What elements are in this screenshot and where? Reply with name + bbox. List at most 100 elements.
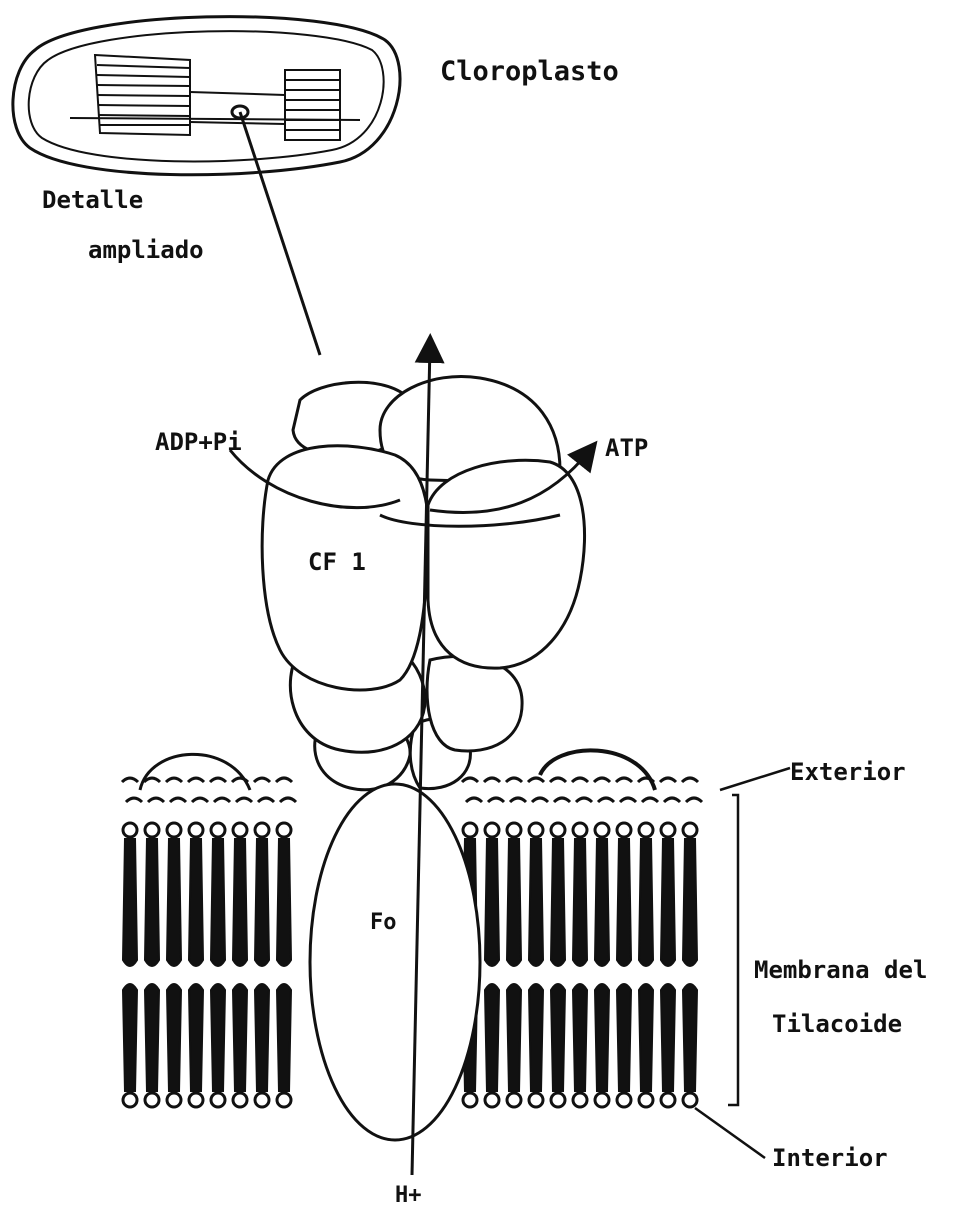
lipid-tail-bottom (145, 984, 159, 1092)
detail-leader-line (240, 112, 320, 355)
lipid-head-bottom (639, 1093, 653, 1107)
lipid-tail-bottom (617, 984, 631, 1092)
lipid-tail-bottom (595, 984, 609, 1092)
lipid-tail-bottom (233, 984, 247, 1092)
lipid-head-top (233, 823, 247, 837)
lipid-tail-top (233, 838, 247, 966)
adp-label: ADP+Pi (155, 430, 242, 454)
lipid-tail-top (255, 838, 269, 966)
stroma-lamella (70, 92, 360, 124)
lipid-head-top (639, 823, 653, 837)
lipid-tail-top (485, 838, 499, 966)
lipid-head-top (123, 823, 137, 837)
surface-particle (192, 798, 208, 802)
lipid-tail-top (211, 838, 225, 966)
lipid-head-bottom (595, 1093, 609, 1107)
surface-particle (532, 798, 548, 802)
surface-particle (510, 798, 526, 802)
surface-particle (576, 798, 592, 802)
surface-particle (506, 778, 522, 782)
surface-particle (254, 778, 270, 782)
lipid-head-top (529, 823, 543, 837)
atp-label: ATP (605, 436, 648, 460)
chloroplast-sketch (13, 17, 400, 175)
lipid-tail-top (551, 838, 565, 966)
surface-particle (554, 798, 570, 802)
lipid-head-top (485, 823, 499, 837)
membrane-bracket (728, 795, 738, 1105)
lipid-head-bottom (277, 1093, 291, 1107)
lipid-tail-bottom (123, 984, 137, 1092)
lipid-tail-bottom (551, 984, 565, 1092)
lipid-tail-bottom (255, 984, 269, 1092)
surface-particle (660, 778, 676, 782)
surface-particle (686, 798, 702, 802)
lipid-tail-top (167, 838, 181, 966)
lipid-head-bottom (167, 1093, 181, 1107)
lipid-head-top (463, 823, 477, 837)
detail-label-line2: ampliado (88, 238, 204, 262)
lipid-head-top (145, 823, 159, 837)
surface-particle (210, 778, 226, 782)
lipid-head-top (661, 823, 675, 837)
membrane-label-line1: Membrana del (754, 958, 927, 982)
lipid-tail-top (145, 838, 159, 966)
surface-particle (682, 778, 698, 782)
lipid-tail-top (683, 838, 697, 966)
surface-particle (484, 778, 500, 782)
surface-particle (550, 778, 566, 782)
surface-particle (572, 778, 588, 782)
detail-label-line1: Detalle (42, 188, 143, 212)
lipid-tail-bottom (661, 984, 675, 1092)
lipid-head-bottom (485, 1093, 499, 1107)
surface-particle (488, 798, 504, 802)
surface-particle (148, 798, 164, 802)
lipid-tail-top (529, 838, 543, 966)
surface-particle (616, 778, 632, 782)
lipid-head-top (211, 823, 225, 837)
fo-label: Fo (370, 912, 397, 934)
fo-complex (310, 784, 480, 1140)
interior-leader (695, 1108, 765, 1158)
surface-particle (620, 798, 636, 802)
lipid-head-top (683, 823, 697, 837)
interior-label: Interior (772, 1146, 888, 1170)
surface-particle (126, 798, 142, 802)
surface-particle (276, 778, 292, 782)
lipid-head-bottom (661, 1093, 675, 1107)
lipid-tail-bottom (277, 984, 291, 1092)
lipid-tail-bottom (507, 984, 521, 1092)
chloroplast-label: Cloroplasto (440, 58, 619, 85)
chloroplast-inner-membrane (29, 31, 384, 161)
lipid-tail-top (595, 838, 609, 966)
surface-particle (594, 778, 610, 782)
surface-particle (166, 778, 182, 782)
lipid-head-bottom (255, 1093, 269, 1107)
lipid-head-top (189, 823, 203, 837)
lipid-tail-bottom (485, 984, 499, 1092)
lipid-head-bottom (233, 1093, 247, 1107)
lipid-tail-top (123, 838, 137, 966)
lipid-head-top (167, 823, 181, 837)
membrane-protein-bump-right (540, 750, 655, 790)
lipid-head-top (573, 823, 587, 837)
lipid-head-top (507, 823, 521, 837)
surface-particle (528, 778, 544, 782)
surface-particle (214, 798, 230, 802)
lipid-tail-top (277, 838, 291, 966)
lipid-tail-bottom (189, 984, 203, 1092)
lipid-tail-top (617, 838, 631, 966)
lipid-tail-top (639, 838, 653, 966)
grana-stack-right (285, 70, 340, 140)
lipid-head-bottom (551, 1093, 565, 1107)
lipid-head-bottom (463, 1093, 477, 1107)
lipid-tail-bottom (211, 984, 225, 1092)
cf1-beta-subunit-right (428, 460, 585, 668)
surface-particle (258, 798, 274, 802)
lipid-tail-top (507, 838, 521, 966)
lipid-head-bottom (123, 1093, 137, 1107)
lipid-head-bottom (529, 1093, 543, 1107)
exterior-leader (720, 768, 790, 790)
lipid-tail-top (189, 838, 203, 966)
